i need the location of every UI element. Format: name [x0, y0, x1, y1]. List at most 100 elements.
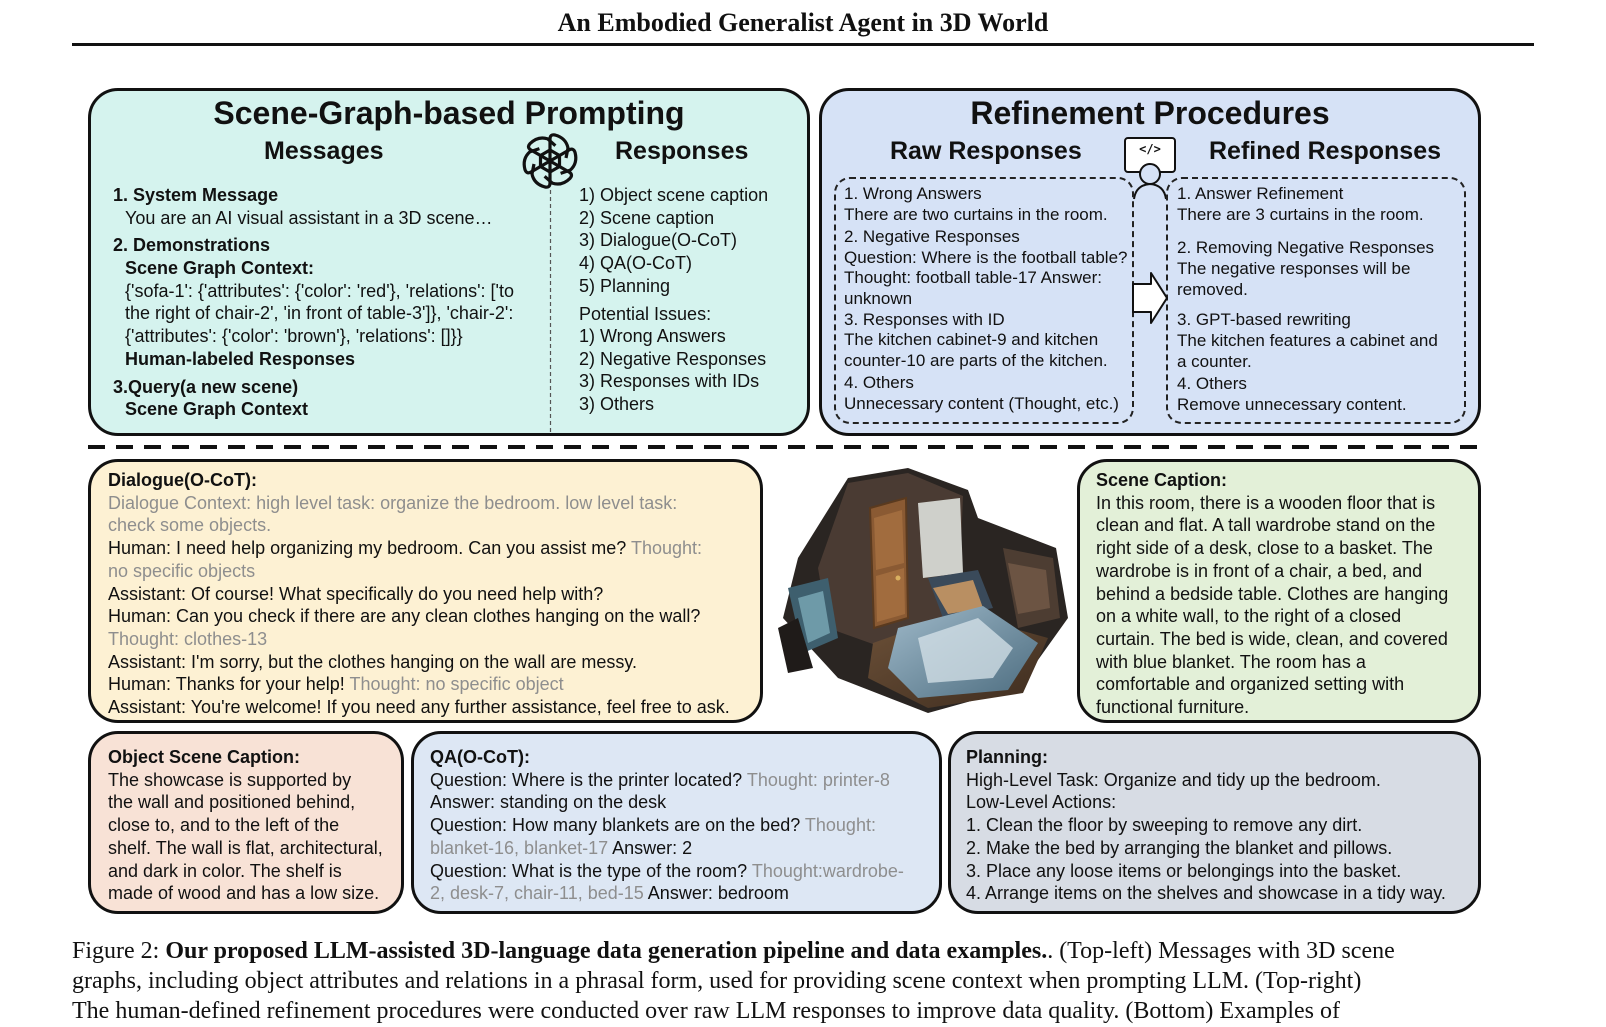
thought-text: no specific objects [108, 560, 256, 581]
speech-text: Human: Can you check if there are any cl… [108, 606, 701, 627]
qa-title: QA(O-CoT): [430, 747, 530, 767]
qa-line: blanket-16, blanket-17 Answer: 2 [430, 837, 904, 860]
refined-response-line: There are 3 curtains in the room. [1177, 205, 1424, 224]
issue-item: 1) Wrong Answers [579, 326, 726, 346]
speech-text: Answer: 2 [612, 837, 693, 858]
object-caption-line: made of wood and has a low size. [108, 883, 380, 904]
message-line: the right of chair-2', 'in front of tabl… [125, 303, 514, 324]
object-caption-line: close to, and to the left of the [108, 815, 340, 836]
dialogue-content: Dialogue(O-CoT): Dialogue Context: high … [108, 469, 730, 719]
message-line: Scene Graph Context: [125, 258, 315, 279]
thought-text: Thought: clothes-13 [108, 628, 268, 649]
refined-responses-header: Refined Responses [1209, 137, 1442, 165]
thought-text: Thought: no specific object [349, 674, 564, 695]
thought-text: Dialogue Context: high level task: organ… [108, 492, 678, 513]
qa-lines: Question: Where is the printer located? … [430, 769, 904, 905]
scene-caption-line: In this room, there is a wooden floor th… [1096, 492, 1436, 513]
dialogue-panel [88, 459, 763, 723]
refined-response-line: 3. GPT-based rewriting [1177, 310, 1351, 329]
dialogue-line: check some objects. [108, 514, 730, 537]
arrow-right-icon [1132, 272, 1168, 324]
dialogue-line: Assistant: Of course! What specifically … [108, 583, 730, 606]
issue-item: 3) Others [579, 394, 655, 415]
raw-response-line: There are two curtains in the room. [844, 204, 1108, 224]
refined-response-line: a counter. [1177, 352, 1252, 371]
raw-response-line: 1. Wrong Answers [844, 184, 982, 203]
speech-text: Question: How many blankets are on the b… [430, 815, 805, 836]
scene-caption-line: curtain. The bed is wide, clean, and cov… [1096, 628, 1448, 649]
scene-caption-line: clean and flat. A tall wardrobe stand on… [1096, 515, 1436, 536]
qa-line: Answer: standing on the desk [430, 791, 904, 814]
caption-line-3: The human-defined refinement procedures … [72, 998, 1341, 1024]
object-caption-content: Object Scene Caption: The showcase is su… [108, 746, 383, 905]
message-line: {'attributes': {'color': 'brown'}, 'rela… [125, 326, 463, 347]
dialogue-title: Dialogue(O-CoT): [108, 470, 257, 490]
dialogue-line: Dialogue Context: high level task: organ… [108, 492, 730, 515]
scene-caption-lines: In this room, there is a wooden floor th… [1096, 492, 1448, 719]
planning-line: 2. Make the bed by arranging the blanket… [966, 837, 1393, 858]
message-line: Scene Graph Context [125, 399, 309, 420]
raw-response-line: unknown [844, 288, 913, 308]
speech-text: Answer: bedroom [647, 883, 789, 904]
prompting-panel [88, 88, 810, 436]
thought-text: blanket-16, blanket-17 [430, 837, 613, 858]
qa-line: Question: What is the type of the room? … [430, 860, 904, 883]
raw-response-line: counter-10 are parts of the kitchen. [844, 350, 1108, 370]
raw-response-line: 3. Responses with ID [844, 309, 1005, 329]
object-caption-line: shelf. The wall is flat, architectural, [108, 837, 383, 858]
caption-bold: Our proposed LLM-assisted 3D-language da… [165, 938, 1048, 964]
message-line: You are an AI visual assistant in a 3D s… [125, 207, 493, 228]
column-divider [549, 190, 552, 434]
figure-caption: Figure 2: Our proposed LLM-assisted 3D-l… [72, 936, 1552, 1026]
messages-header: Messages [264, 137, 384, 165]
raw-response-line: 4. Others [844, 373, 914, 393]
thought-text: Thought: printer-8 [746, 769, 890, 790]
raw-response-line: Thought: football table-17 Answer: [844, 268, 1102, 288]
scene-caption-line: comfortable and organized setting with [1096, 674, 1405, 695]
thought-text: Thought: [804, 815, 876, 836]
object-caption-line: The showcase is supported by [108, 769, 352, 790]
thought-text: 2, desk-7, chair-11, bed-15 [430, 883, 648, 904]
scene-caption-title: Scene Caption: [1096, 470, 1228, 490]
qa-panel [411, 731, 942, 914]
openai-logo-icon [519, 130, 581, 192]
qa-line: Question: How many blankets are on the b… [430, 814, 904, 837]
thought-text: check some objects. [108, 515, 272, 536]
scene-caption-line: with blue blanket. The room has a [1096, 651, 1366, 672]
caption-label: Figure 2: [72, 938, 166, 964]
message-line: 1. System Message [113, 185, 279, 205]
refinement-title: Refinement Procedures [970, 95, 1330, 131]
raw-responses-header: Raw Responses [890, 137, 1082, 165]
header-rule [72, 43, 1534, 46]
refined-response-line: Remove unnecessary content. [1177, 395, 1407, 414]
thought-text: Thought:wardrobe- [751, 860, 904, 881]
dialogue-line: Human: Can you check if there are any cl… [108, 605, 730, 628]
dialogue-line: Human: I need help organizing my bedroom… [108, 537, 730, 560]
response-item: 5) Planning [579, 275, 671, 296]
response-item: 4) QA(O-CoT) [579, 253, 693, 274]
raw-response-line: Unnecessary content (Thought, etc.) [844, 393, 1119, 413]
scene-caption-panel [1077, 459, 1481, 723]
response-item: 1) Object scene caption [579, 185, 769, 205]
response-item: 2) Scene caption [579, 207, 715, 228]
issues-title: Potential Issues: [579, 304, 712, 324]
object-caption-line: and dark in color. The shelf is [108, 860, 342, 881]
planning-line: High-Level Task: Organize and tidy up th… [966, 769, 1381, 790]
speech-text: Assistant: You're welcome! If you need a… [108, 697, 730, 718]
object-caption-panel [88, 731, 404, 914]
page-header: An Embodied Generalist Agent in 3D World [557, 8, 1049, 37]
speech-text: Answer: standing on the desk [430, 792, 667, 813]
dialogue-line: Human: Thanks for your help! Thought: no… [108, 673, 730, 696]
caption-line-1: Figure 2: Our proposed LLM-assisted 3D-l… [72, 936, 1552, 966]
raw-response-line: 2. Negative Responses [844, 227, 1020, 247]
room-3d-render [778, 468, 1068, 713]
scene-caption-line: functional furniture. [1096, 697, 1250, 718]
object-caption-title: Object Scene Caption: [108, 747, 301, 767]
qa-content: QA(O-CoT): Question: Where is the printe… [430, 746, 904, 905]
scene-caption-line: wardrobe is in front of a chair, a bed, … [1096, 560, 1423, 581]
